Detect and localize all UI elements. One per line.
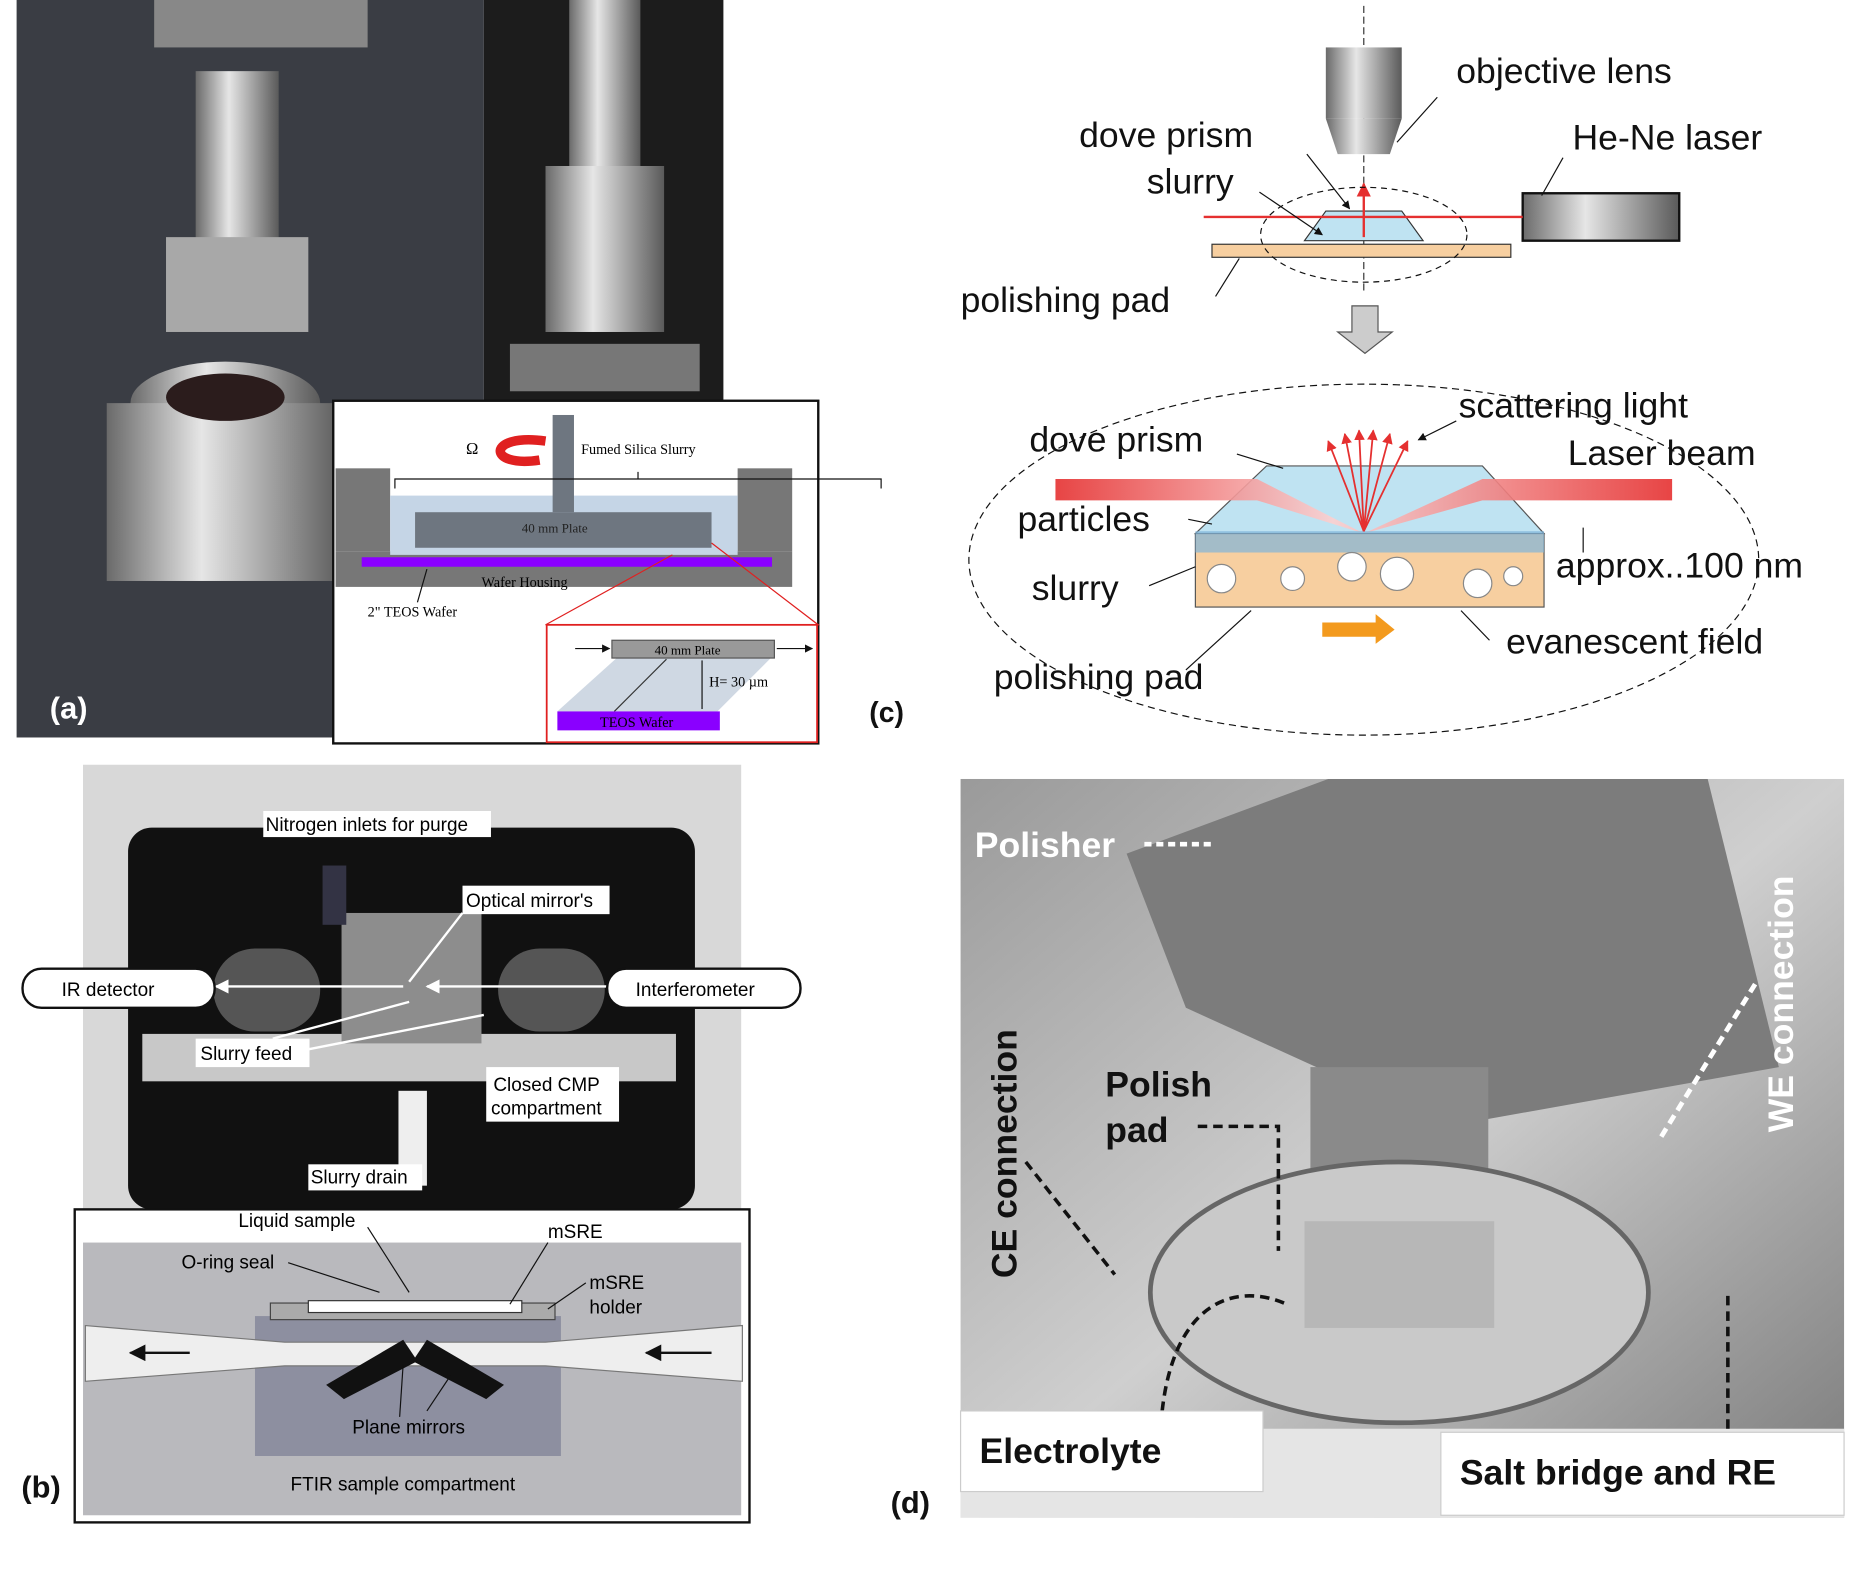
- objective-lens-icon: [1325, 47, 1402, 119]
- slurry-label-bottom: slurry: [1032, 568, 1119, 608]
- o-ring-seal-label: O-ring seal: [181, 1253, 274, 1274]
- msre-cell-inset: Liquid sample mSRE O-ring seal mSRE hold…: [73, 1208, 751, 1524]
- slurry-drain-callout: Slurry drain: [311, 1167, 408, 1188]
- ir-detector-callout: IR detector: [62, 980, 155, 1001]
- closed-cmp-callout-2: compartment: [491, 1099, 602, 1120]
- detail-plate: [611, 639, 775, 659]
- optical-mirrors-callout: Optical mirror's: [466, 891, 593, 912]
- callout-lines: [214, 912, 608, 1051]
- we-connection-label: WE connection: [1761, 875, 1801, 1132]
- polishing-pad-top: [1211, 243, 1512, 258]
- panel-a: (a) Ω Fumed Silica Slurry 40 mm Plate Wa…: [16, 0, 882, 745]
- liquid-sample-label: Liquid sample: [238, 1211, 355, 1232]
- panel-c-label: (c): [869, 697, 904, 729]
- polisher-head: [1126, 778, 1779, 1127]
- polish-pad-label-2: pad: [1105, 1110, 1168, 1150]
- housing-label: Wafer Housing: [481, 575, 567, 591]
- gap-label: H= 30 µm: [709, 674, 768, 690]
- slurry-feed-callout: Slurry feed: [200, 1044, 292, 1065]
- laser-beam-label: Laser beam: [1568, 433, 1756, 473]
- ftir-compartment-label: FTIR sample compartment: [291, 1474, 516, 1495]
- laser-beam: [1055, 479, 1673, 534]
- motion-arrow-icon: [1322, 614, 1395, 644]
- evanescent-label: evanescent field: [1506, 621, 1763, 661]
- msre-holder-label-1: mSRE: [589, 1273, 644, 1294]
- slurry-particles: [1195, 531, 1545, 553]
- laser-label: He-Ne laser: [1573, 117, 1763, 157]
- slurry-label-top: slurry: [1147, 161, 1234, 201]
- msre-holder-label-2: holder: [589, 1298, 642, 1319]
- ce-arrow: [1024, 1160, 1117, 1276]
- salt-bridge-label: Salt bridge and RE: [1460, 1452, 1776, 1492]
- polisher-label: Polisher: [975, 825, 1115, 865]
- detail-wafer: [557, 711, 720, 731]
- plate-label: 40 mm Plate: [522, 520, 588, 535]
- interferometer-callout: Interferometer: [636, 980, 755, 1001]
- plate: [415, 512, 712, 548]
- plane-mirrors-label: Plane mirrors: [352, 1417, 465, 1438]
- shaft: [552, 414, 574, 513]
- laser-icon: [1521, 192, 1681, 242]
- closed-cmp-callout-1: Closed CMP: [493, 1075, 599, 1096]
- panel-d: Polisher Polish pad CE connection WE con…: [891, 778, 1845, 1520]
- ir-beam: [84, 1324, 743, 1382]
- ce-connection-label: CE connection: [984, 1029, 1024, 1278]
- plane-mirror-right: [412, 1339, 505, 1400]
- electrolyte-arrow: [1160, 1294, 1288, 1412]
- slurry-label: Fumed Silica Slurry: [581, 442, 696, 458]
- teos-wafer: [361, 557, 773, 567]
- panel-d-label: (d): [891, 1485, 930, 1520]
- wafer-label: 2" TEOS Wafer: [368, 605, 458, 621]
- polish-pad-label-1: Polish: [1105, 1065, 1212, 1105]
- polishing-pad-label-top: polishing pad: [961, 280, 1171, 320]
- scattering-rays: [1326, 429, 1409, 532]
- electrolyte-label: Electrolyte: [980, 1431, 1162, 1471]
- panel-b-label: (b): [21, 1469, 60, 1504]
- nitrogen-inlets-callout: Nitrogen inlets for purge: [266, 815, 468, 836]
- panel-a-label: (a): [50, 691, 88, 726]
- panel-b: Nitrogen inlets for purge Optical mirror…: [21, 764, 802, 1524]
- shear-cell-inset: Ω Fumed Silica Slurry 40 mm Plate Wafer …: [332, 399, 882, 745]
- objective-lens-label: objective lens: [1456, 51, 1672, 91]
- polishing-pad-label-bottom: polishing pad: [994, 657, 1204, 697]
- detail-plate-label: 40 mm Plate: [655, 642, 721, 657]
- plane-mirror-left: [326, 1339, 418, 1400]
- rotation-arrow: [495, 435, 547, 466]
- panel-c: objective lens dove prism slurry He-Ne l…: [869, 5, 1803, 736]
- dove-prism-label-bottom: dove prism: [1029, 420, 1203, 460]
- msre-label: mSRE: [548, 1222, 603, 1243]
- pad-arrow: [1197, 1124, 1281, 1251]
- msre-element: [307, 1300, 523, 1314]
- detail-wafer-label: TEOS Wafer: [600, 715, 673, 731]
- particles-label: particles: [1018, 499, 1150, 539]
- approx-label: approx..100 nm: [1556, 545, 1803, 585]
- zoom-ellipse: [968, 383, 1760, 736]
- omega-label: Ω: [466, 439, 478, 458]
- scattering-light-label: scattering light: [1459, 385, 1688, 425]
- down-arrow-icon: [1335, 305, 1394, 355]
- dove-prism-label-top: dove prism: [1079, 115, 1253, 155]
